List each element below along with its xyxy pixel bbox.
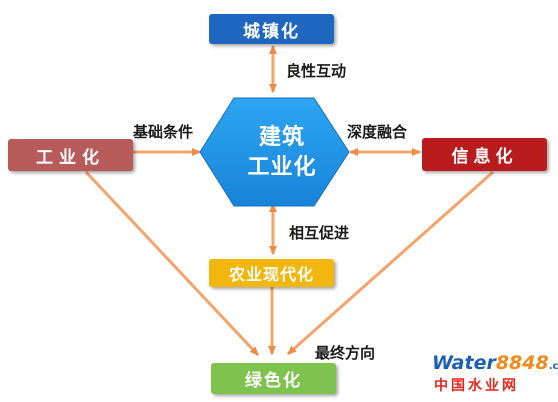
watermark-brand: Water8848.com: [432, 352, 558, 374]
edge-label-mutual-promotion: 相互促进: [289, 224, 350, 242]
node-informatization-label: 信息化: [451, 147, 518, 167]
node-urbanization: 城镇化: [209, 14, 334, 44]
center-line2: 工业化: [247, 155, 317, 180]
watermark-logo: Water8848.com 中国水业网: [432, 352, 558, 396]
node-agri-modernization-label: 农业现代化: [228, 265, 314, 284]
watermark-subtitle: 中国水业网: [434, 378, 519, 394]
watermark-number: 8848: [495, 352, 549, 374]
node-industrialization-label: 工业化: [36, 147, 105, 168]
center-hexagon-text: 建筑 工业化: [214, 118, 350, 188]
edge-label-benign-interaction: 良性互动: [286, 62, 347, 80]
watermark-com: .com: [548, 361, 558, 372]
watermark-water: Water: [432, 352, 496, 374]
node-agri-modernization: 农业现代化: [209, 259, 334, 287]
node-greening-label: 绿色化: [245, 371, 302, 391]
center-line1: 建筑: [258, 125, 305, 150]
edge-label-deep-integration: 深度融合: [347, 123, 408, 141]
edge-label-ultimate-direction: 最终方向: [315, 344, 376, 362]
edge-label-foundation: 基础条件: [133, 123, 194, 141]
node-industrialization: 工业化: [8, 139, 133, 171]
node-greening: 绿色化: [211, 363, 336, 394]
center-hexagon: [199, 97, 350, 207]
node-urbanization-label: 城镇化: [243, 21, 300, 42]
arrow-industrialization-green: [84, 170, 260, 357]
arrow-informatization-green: [287, 170, 494, 356]
node-informatization: 信息化: [422, 138, 547, 171]
